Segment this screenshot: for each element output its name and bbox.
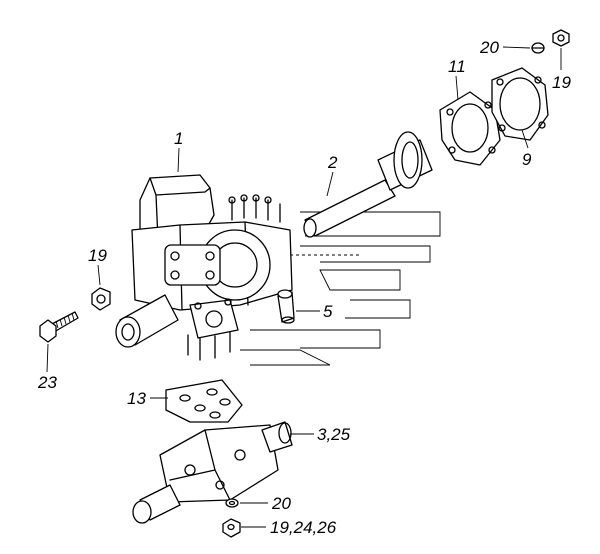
callout-20-top: 20 (479, 38, 499, 57)
leader-lines (46, 46, 562, 528)
callout-19-left: 19 (88, 246, 107, 265)
callout-1: 1 (174, 129, 183, 148)
callout-5: 5 (323, 302, 333, 321)
callout-11: 11 (448, 57, 466, 76)
callout-20-bottom: 20 (271, 494, 291, 513)
part-13-gasket-plate (165, 379, 243, 423)
part-20-washer-bottom (225, 498, 239, 508)
callout-2: 2 (327, 153, 338, 172)
part-23-bolt (39, 311, 79, 343)
callout-19-24-26: 19,24,26 (270, 518, 337, 537)
part-20-washer-top (531, 42, 545, 54)
part-5-fitting (277, 289, 295, 324)
part-3-25-valve-block (132, 421, 293, 524)
callout-23: 23 (37, 373, 57, 392)
background-chevron-shape (240, 211, 441, 366)
callout-19-top: 19 (552, 73, 571, 92)
part-19-nut-left (91, 287, 111, 311)
part-19-24-26-nut-bottom (222, 518, 241, 538)
part-9-cover (491, 67, 549, 141)
part-2-shaft (303, 131, 433, 238)
part-1-housing (115, 174, 293, 361)
callout-13: 13 (127, 389, 146, 408)
part-19-nut-top (552, 29, 570, 47)
callout-3-25: 3,25 (317, 425, 351, 444)
part-11-gasket (439, 91, 501, 166)
callout-9: 9 (522, 150, 532, 169)
